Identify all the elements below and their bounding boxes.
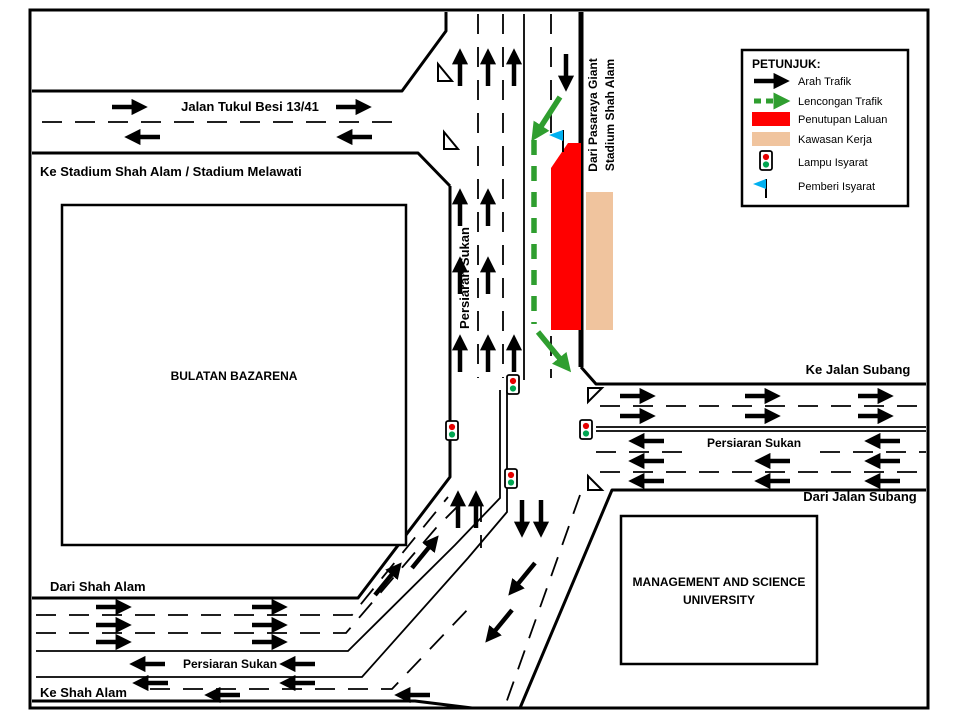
lane-divider bbox=[36, 496, 449, 616]
label-persiaran-sukan-south: Persiaran Sukan bbox=[183, 657, 277, 671]
road-network bbox=[32, 12, 926, 710]
road-persiaran-sukan-south bbox=[32, 186, 581, 710]
give-way-triangle bbox=[437, 61, 455, 82]
green-light bbox=[448, 431, 456, 438]
label-dari-pasaraya-line2: Stadium Shah Alam bbox=[603, 59, 617, 171]
closure-swatch-icon bbox=[752, 112, 790, 126]
give-way-triangle bbox=[587, 387, 605, 405]
traffic-light-icon bbox=[445, 420, 459, 441]
label-persiaran-sukan-east: Persiaran Sukan bbox=[707, 436, 801, 450]
bulatan-bazarena-label: BULATAN BAZARENA bbox=[171, 369, 298, 383]
traffic-light-icon bbox=[759, 150, 773, 171]
label-ke-stadium: Ke Stadium Shah Alam / Stadium Melawati bbox=[40, 164, 302, 179]
lane-divider bbox=[36, 497, 467, 634]
label-ke-shah-alam: Ke Shah Alam bbox=[40, 685, 127, 700]
flag bbox=[549, 130, 563, 141]
legend: PETUNJUK: Arah Trafik Lencongan Trafik P… bbox=[740, 48, 910, 208]
road-labels: Jalan Tukul Besi 13/41 Ke Stadium Shah A… bbox=[40, 58, 917, 700]
road-edge bbox=[579, 366, 926, 386]
road-edge bbox=[32, 151, 452, 188]
flag bbox=[753, 179, 766, 189]
legend-item-label: Pemberi Isyarat bbox=[798, 181, 875, 193]
traffic-lights bbox=[445, 374, 593, 489]
traffic-arrow bbox=[508, 561, 537, 596]
bulatan-bazarena-block bbox=[60, 203, 408, 547]
label-backplate bbox=[692, 433, 816, 450]
road-edge bbox=[32, 12, 448, 93]
closure-and-diversion bbox=[531, 95, 613, 373]
diversion-arrow bbox=[535, 330, 572, 373]
label-dari-jalan-subang: Dari Jalan Subang bbox=[803, 489, 916, 504]
legend-item-label: Arah Trafik bbox=[798, 76, 852, 88]
road-persiaran-sukan-east bbox=[518, 366, 926, 709]
label-dari-shah-alam: Dari Shah Alam bbox=[50, 579, 146, 594]
legend-item-label: Penutupan Laluan bbox=[798, 114, 887, 126]
legend-item-label: Lencongan Trafik bbox=[798, 96, 883, 108]
give-way-triangle bbox=[587, 473, 605, 491]
landmarks: BULATAN BAZARENA MANAGEMENT AND SCIENCE … bbox=[60, 203, 819, 666]
traffic-arrow bbox=[410, 535, 439, 570]
legend-box bbox=[740, 48, 910, 208]
traffic-arrow bbox=[485, 608, 514, 643]
road-edge bbox=[32, 699, 473, 710]
red-light bbox=[762, 153, 770, 161]
work-area bbox=[586, 192, 613, 330]
red-light bbox=[582, 422, 590, 430]
red-light bbox=[448, 423, 456, 431]
lane-divider bbox=[150, 606, 471, 690]
signal-flag-icon bbox=[549, 130, 564, 152]
label-ke-jalan-subang: Ke Jalan Subang bbox=[806, 362, 911, 377]
map-border bbox=[28, 8, 930, 710]
road-edge bbox=[518, 488, 926, 709]
legend-item-label: Lampu Isyarat bbox=[798, 157, 868, 169]
signal-flag-icon bbox=[753, 179, 767, 198]
traffic-light-icon bbox=[579, 419, 593, 440]
green-light bbox=[509, 385, 517, 392]
traffic-arrow bbox=[373, 562, 402, 597]
msu-block bbox=[619, 514, 819, 666]
msu-label-line1: MANAGEMENT AND SCIENCE bbox=[633, 575, 806, 589]
diversion-arrow bbox=[531, 95, 563, 142]
road-closure-area bbox=[551, 143, 581, 330]
lane-divider bbox=[504, 494, 581, 707]
green-light bbox=[762, 161, 770, 168]
traffic-light-icon bbox=[504, 468, 518, 489]
green-light bbox=[582, 430, 590, 437]
traffic-light-icon bbox=[506, 374, 520, 395]
road-jalan-tukul-besi bbox=[32, 12, 461, 188]
legend-title: PETUNJUK: bbox=[752, 57, 821, 71]
msu-label-line2: UNIVERSITY bbox=[683, 593, 755, 607]
label-persiaran-sukan-north: Persiaran Sukan bbox=[457, 227, 472, 329]
work-area-swatch-icon bbox=[752, 132, 790, 146]
label-jalan-tukul-besi: Jalan Tukul Besi 13/41 bbox=[181, 99, 319, 114]
legend-item-label: Kawasan Kerja bbox=[798, 134, 873, 146]
green-light bbox=[507, 479, 515, 486]
give-way-triangle bbox=[443, 129, 461, 150]
label-dari-pasaraya-line1: Dari Pasaraya Giant bbox=[586, 58, 600, 171]
red-light bbox=[509, 377, 517, 385]
median-line bbox=[36, 390, 501, 652]
red-light bbox=[507, 471, 515, 479]
